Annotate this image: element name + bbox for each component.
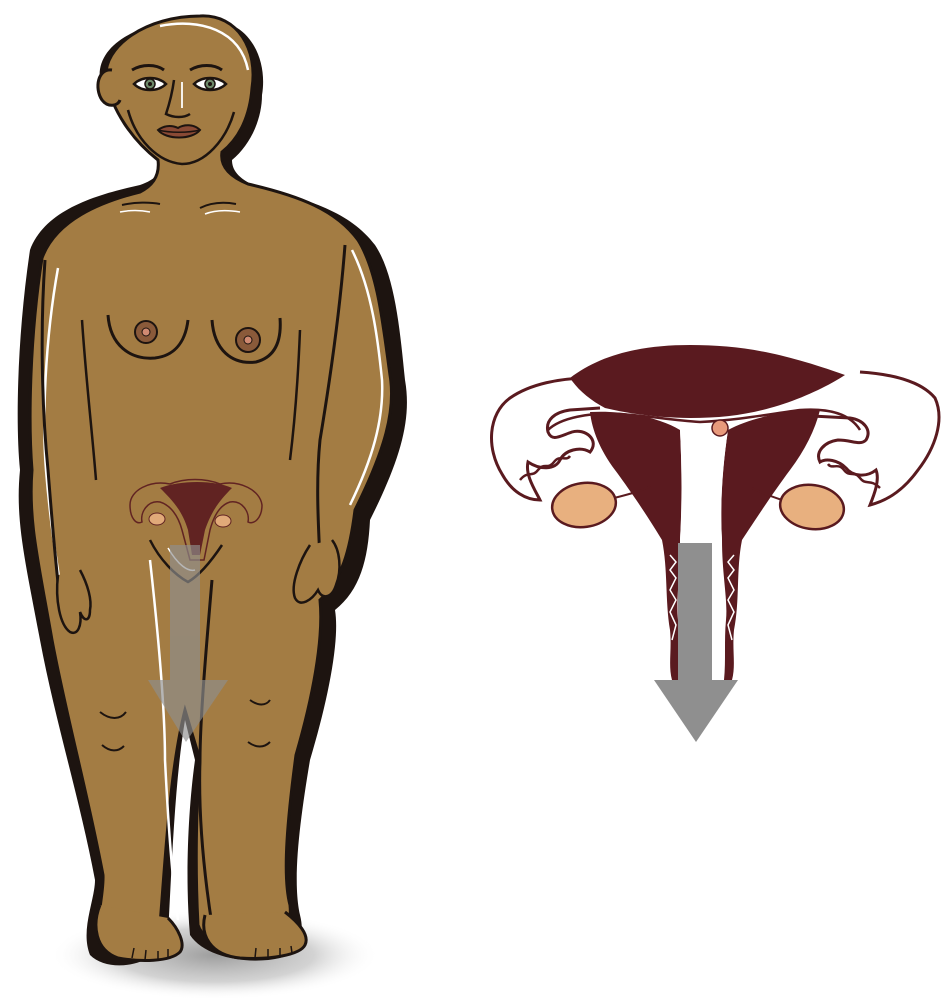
uterine-cavity [680, 426, 728, 541]
follicle [712, 420, 728, 436]
left-eye [134, 78, 166, 90]
right-nipple [236, 328, 260, 352]
uterus-diagram [492, 345, 939, 742]
woman-figure [18, 16, 407, 1000]
right-ovary [777, 481, 847, 533]
left-ovary [549, 479, 619, 531]
right-eye [194, 78, 226, 90]
mouth [158, 125, 200, 137]
uterus-fundus [570, 345, 845, 418]
left-nipple [135, 321, 157, 343]
cervix-right-wall [722, 540, 742, 680]
